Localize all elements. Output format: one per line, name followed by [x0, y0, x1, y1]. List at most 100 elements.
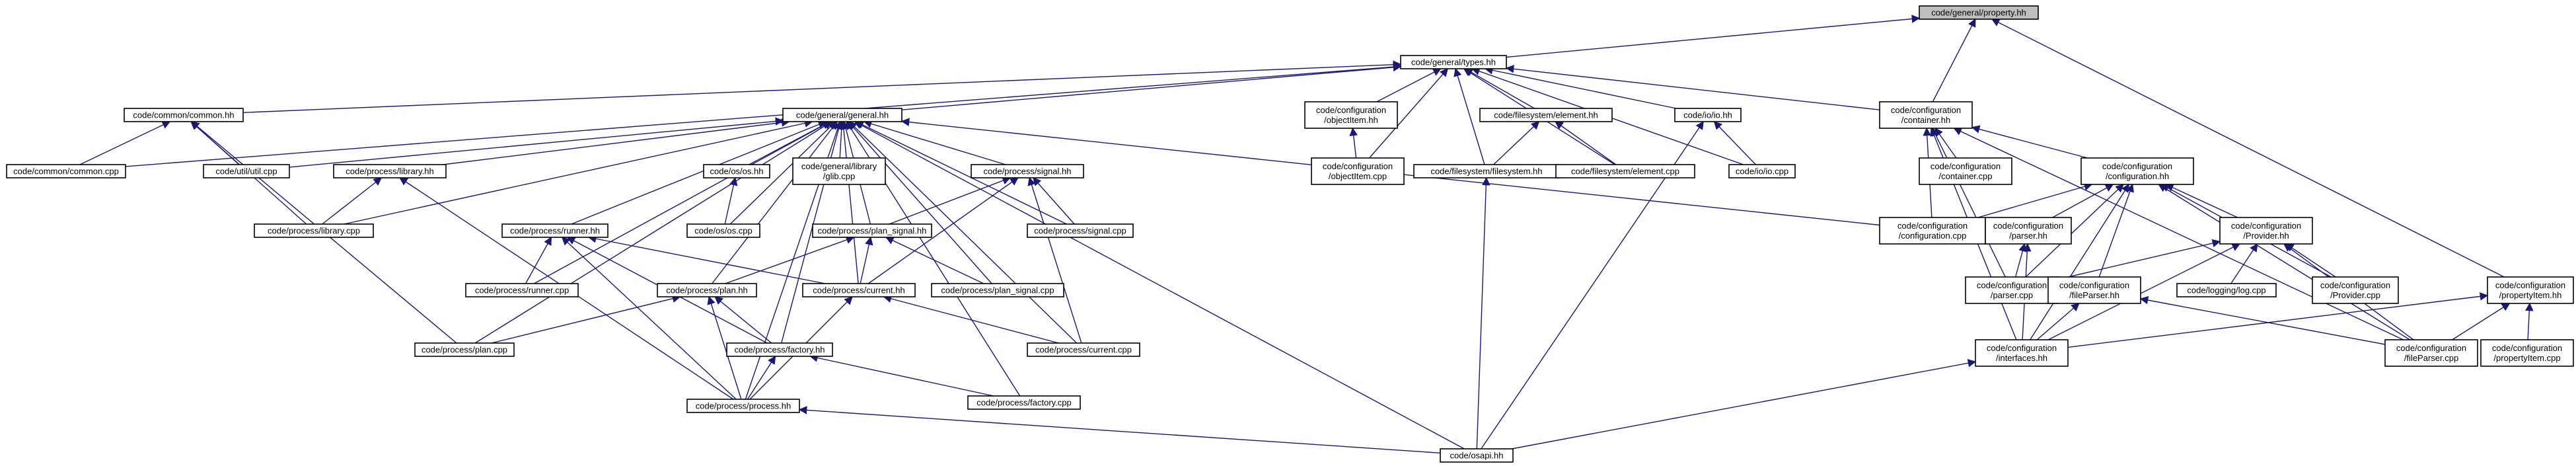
- node-box: [1674, 108, 1742, 122]
- node-io_cpp[interactable]: code/io/io.cpp: [1728, 164, 1796, 178]
- node-provider_cpp[interactable]: code/configuration/Provider.cpp: [2312, 276, 2399, 304]
- node-label: code/io/io.hh: [1683, 110, 1732, 120]
- edge-osapi_hh-to-general_hh: [854, 121, 1465, 449]
- node-signal_hh[interactable]: code/process/signal.hh: [971, 164, 1084, 178]
- edge-os_cpp-to-general_hh: [729, 121, 836, 225]
- node-fileparser_hh[interactable]: code/configuration/fileParser.hh: [2047, 276, 2141, 304]
- node-plan_signal_cpp[interactable]: code/process/plan_signal.cpp: [931, 283, 1064, 297]
- edge-osapi_hh-to-process_hh: [798, 406, 1441, 453]
- node-library_hh[interactable]: code/process/library.hh: [333, 164, 447, 178]
- node-label: /propertyItem.hh: [2499, 290, 2562, 300]
- node-general_hh[interactable]: code/general/general.hh: [782, 108, 902, 122]
- node-parser_hh[interactable]: code/configuration/parser.hh: [1985, 217, 2072, 245]
- node-label: code/os/os.cpp: [694, 226, 752, 236]
- node-io_hh[interactable]: code/io/io.hh: [1674, 108, 1742, 122]
- node-current_cpp[interactable]: code/process/current.cpp: [1027, 342, 1140, 357]
- node-log_cpp[interactable]: code/logging/log.cpp: [2176, 283, 2277, 297]
- node-box: [1027, 223, 1134, 238]
- edge-current_hh-to-signal_hh: [867, 177, 1019, 284]
- edge-parser_cpp-to-provider_hh: [2057, 239, 2221, 280]
- edge-interfaces_hh-to-provider_hh: [2047, 243, 2241, 340]
- node-container_hh[interactable]: code/configuration/container.hh: [1879, 101, 1973, 129]
- edge-factory_cpp-to-factory_hh: [809, 354, 994, 397]
- node-os_cpp[interactable]: code/os/os.cpp: [686, 223, 760, 238]
- edge-container_hh-to-types_hh: [1505, 64, 1880, 110]
- node-configuration_cpp[interactable]: code/configuration/configuration.cpp: [1879, 217, 1986, 245]
- node-library_cpp[interactable]: code/process/library.cpp: [254, 223, 374, 238]
- node-label: /propertyItem.cpp: [2493, 353, 2560, 363]
- node-box: [1440, 448, 1514, 463]
- node-propertyitem_hh[interactable]: code/configuration/propertyItem.hh: [2487, 276, 2574, 304]
- node-layer: code/general/property.hh code/general/typ…: [6, 5, 2574, 463]
- edge-process_hh-to-runner_hh: [561, 237, 737, 400]
- node-property_hh[interactable]: code/general/property.hh: [1919, 5, 2039, 20]
- edge-current_cpp-to-signal_hh: [1027, 176, 1082, 344]
- node-types_hh[interactable]: code/general/types.hh: [1400, 55, 1507, 69]
- node-box: [812, 223, 932, 238]
- edge-interfaces_hh-to-propertyitem_hh: [2067, 292, 2489, 348]
- node-box: [703, 164, 770, 178]
- edge-io_cpp-to-io_hh: [1713, 121, 1756, 165]
- node-element_cpp[interactable]: code/filesystem/element.cpp: [1555, 164, 1695, 178]
- node-os_hh[interactable]: code/os/os.hh: [703, 164, 770, 178]
- node-runner_cpp[interactable]: code/process/runner.cpp: [465, 283, 579, 297]
- edge-common_cpp-to-types_hh: [125, 62, 1402, 167]
- node-provider_hh[interactable]: code/configuration/Provider.hh: [2219, 217, 2313, 245]
- node-label: /objectItem.cpp: [1329, 171, 1387, 181]
- edge-plan_signal_cpp-to-general_hh: [848, 121, 992, 284]
- node-container_cpp[interactable]: code/configuration/container.cpp: [1919, 157, 2012, 185]
- edge-current_hh-to-plan_signal_hh: [860, 236, 873, 284]
- node-common_cpp[interactable]: code/common/common.cpp: [6, 164, 126, 178]
- edge-parser_hh-to-configuration_hh: [2052, 184, 2114, 218]
- node-factory_hh[interactable]: code/process/factory.hh: [726, 342, 833, 357]
- node-runner_hh[interactable]: code/process/runner.hh: [501, 223, 608, 238]
- node-box: [792, 157, 886, 185]
- node-current_hh[interactable]: code/process/current.hh: [802, 283, 916, 297]
- node-fileparser_cpp[interactable]: code/configuration/fileParser.cpp: [2384, 339, 2478, 367]
- node-parser_cpp[interactable]: code/configuration/parser.cpp: [1965, 276, 2059, 304]
- node-plan_cpp[interactable]: code/process/plan.cpp: [414, 342, 515, 357]
- node-box: [501, 223, 608, 238]
- node-label: /configuration.cpp: [1899, 231, 1967, 241]
- node-box: [2312, 276, 2399, 304]
- node-process_hh[interactable]: code/process/process.hh: [686, 399, 800, 413]
- node-label: code/process/plan.hh: [666, 286, 748, 295]
- edge-plan_cpp-to-plan_hh: [491, 294, 681, 344]
- node-box: [782, 108, 902, 122]
- node-configuration_hh[interactable]: code/configuration/configuration.hh: [2080, 157, 2194, 185]
- edge-plan_cpp-to-general_hh: [474, 121, 832, 344]
- node-factory_cpp[interactable]: code/process/factory.cpp: [967, 395, 1081, 410]
- node-box: [1479, 108, 1613, 122]
- node-common_hh[interactable]: code/common/common.hh: [124, 108, 244, 122]
- node-label: /container.hh: [1901, 115, 1950, 125]
- node-label: code/general/property.hh: [1931, 8, 2026, 18]
- edge-current_cpp-to-general_hh: [848, 121, 1078, 344]
- edge-library_hh-to-general_hh: [443, 118, 790, 165]
- node-label: code/process/runner.hh: [510, 226, 600, 236]
- node-label: code/configuration: [2396, 343, 2466, 353]
- node-osapi_hh[interactable]: code/osapi.hh: [1440, 448, 1514, 463]
- node-label: code/configuration: [2102, 161, 2172, 171]
- node-label: /configuration.hh: [2106, 171, 2169, 181]
- node-label: /glib.cpp: [823, 171, 855, 181]
- node-util_cpp[interactable]: code/util/util.cpp: [203, 164, 290, 178]
- node-fs_element_hh[interactable]: code/filesystem/element.hh: [1479, 108, 1613, 122]
- edge-process_hh-to-plan_hh: [707, 295, 742, 400]
- node-objectitem_cpp[interactable]: code/configuration/objectItem.cpp: [1311, 157, 1405, 185]
- node-box: [1879, 217, 1986, 245]
- node-box: [657, 283, 757, 297]
- node-label: code/configuration: [1993, 221, 2063, 231]
- node-glib_cpp[interactable]: code/general/library/glib.cpp: [792, 157, 886, 185]
- node-propertyitem_cpp[interactable]: code/configuration/propertyItem.cpp: [2480, 339, 2574, 367]
- node-interfaces_hh[interactable]: code/configuration/interfaces.hh: [1975, 339, 2069, 367]
- node-objectitem_hh[interactable]: code/configuration/objectItem.hh: [1304, 101, 1398, 129]
- node-label: code/general/types.hh: [1411, 58, 1496, 67]
- node-plan_hh[interactable]: code/process/plan.hh: [657, 283, 757, 297]
- node-filesystem_hh[interactable]: code/filesystem/filesystem.hh: [1413, 164, 1560, 178]
- node-signal_cpp[interactable]: code/process/signal.cpp: [1027, 223, 1134, 238]
- node-box: [1985, 217, 2072, 245]
- node-label: code/general/general.hh: [796, 110, 889, 120]
- node-label: code/filesystem/element.hh: [1494, 110, 1598, 120]
- node-plan_signal_hh[interactable]: code/process/plan_signal.hh: [812, 223, 932, 238]
- edge-provider_cpp-to-provider_hh: [2285, 243, 2336, 278]
